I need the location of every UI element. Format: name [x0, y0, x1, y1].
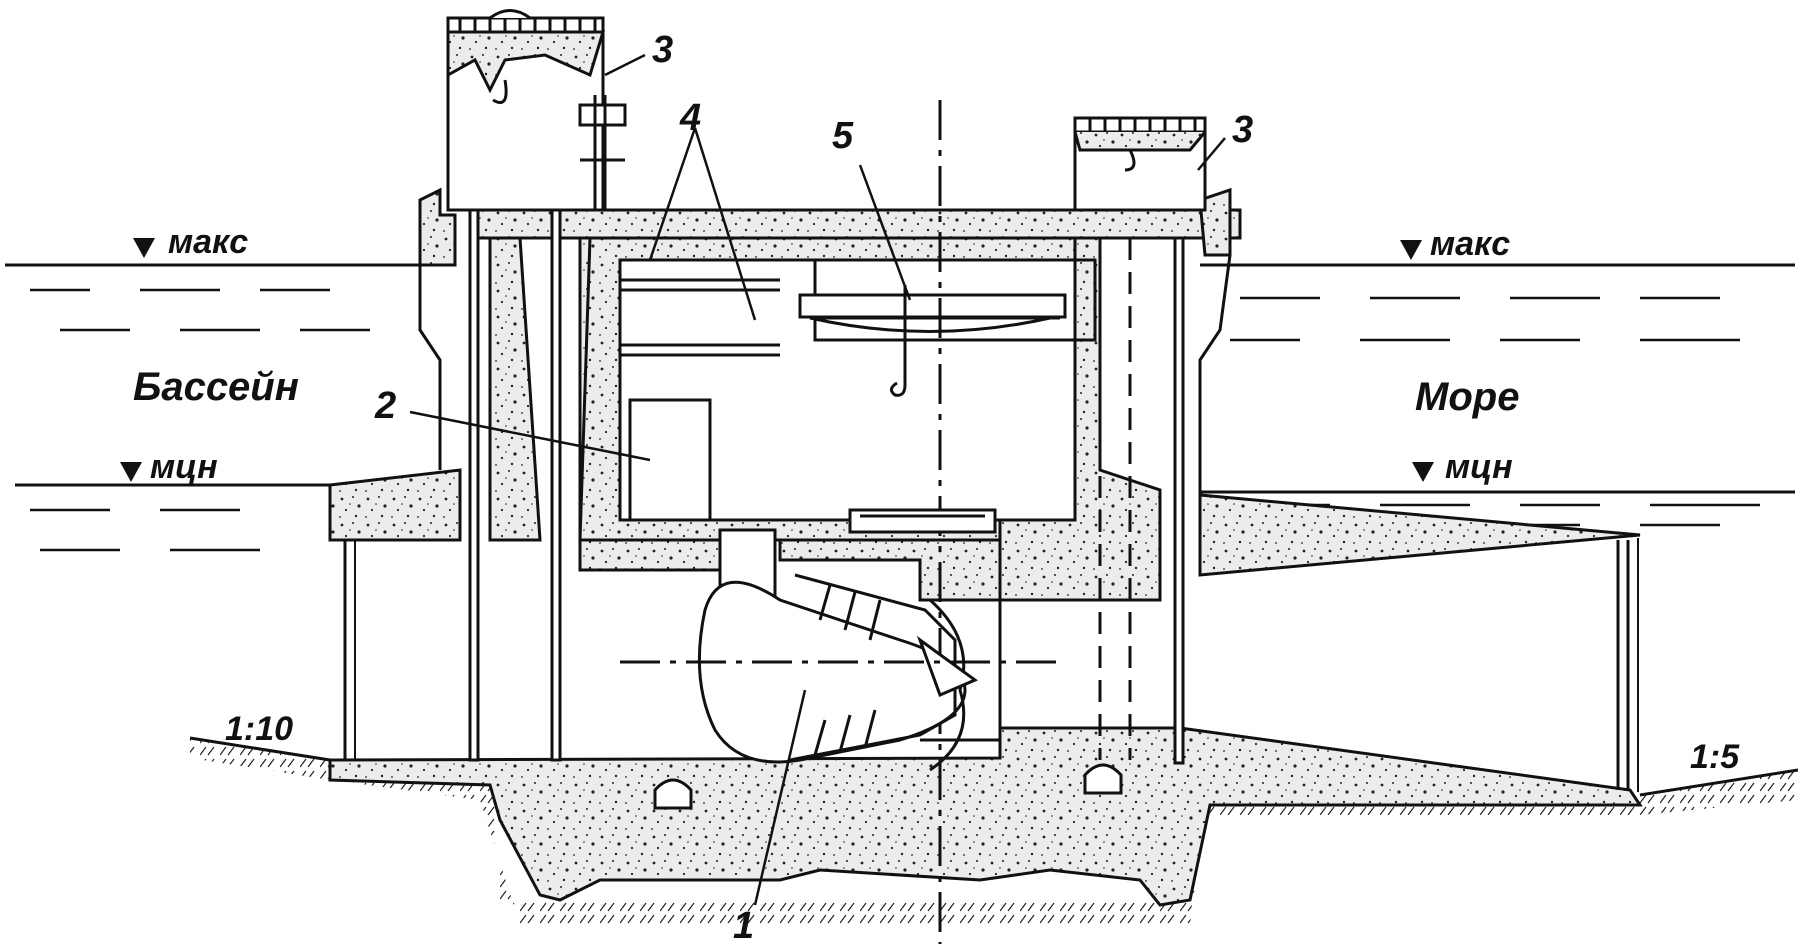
- gate-housing-right: [1073, 116, 1207, 212]
- callout-5: 5: [832, 115, 854, 157]
- callout-2: 2: [374, 385, 396, 427]
- level-markers: [120, 238, 1434, 482]
- leader-lines: [409, 53, 1226, 906]
- foundation-slab: [328, 726, 1643, 907]
- sea-max-level-label: макс: [1430, 225, 1510, 263]
- ground: [189, 736, 1798, 925]
- sea-min-level-label: мцн: [1445, 448, 1513, 486]
- callout-3-left: 3: [652, 29, 673, 71]
- callout-1: 1: [733, 905, 754, 944]
- sea-label: Море: [1415, 375, 1519, 419]
- turbine-unit: [620, 508, 1060, 772]
- basin-max-level-label: макс: [168, 223, 248, 261]
- sea-slope-label: 1:5: [1690, 738, 1740, 776]
- callout-3-right: 3: [1232, 109, 1253, 151]
- crane-hook: [890, 285, 907, 397]
- powerhouse-structure: [418, 100, 1242, 944]
- basin-label: Бассейн: [133, 365, 299, 409]
- sea-apron: [1198, 493, 1641, 577]
- basin-min-level-label: мцн: [150, 448, 218, 486]
- basin-apron: [328, 468, 462, 542]
- callout-4: 4: [679, 97, 701, 139]
- basin-slope-label: 1:10: [225, 710, 293, 748]
- water-basin: [5, 263, 420, 552]
- gate-housing-left: [446, 9, 627, 212]
